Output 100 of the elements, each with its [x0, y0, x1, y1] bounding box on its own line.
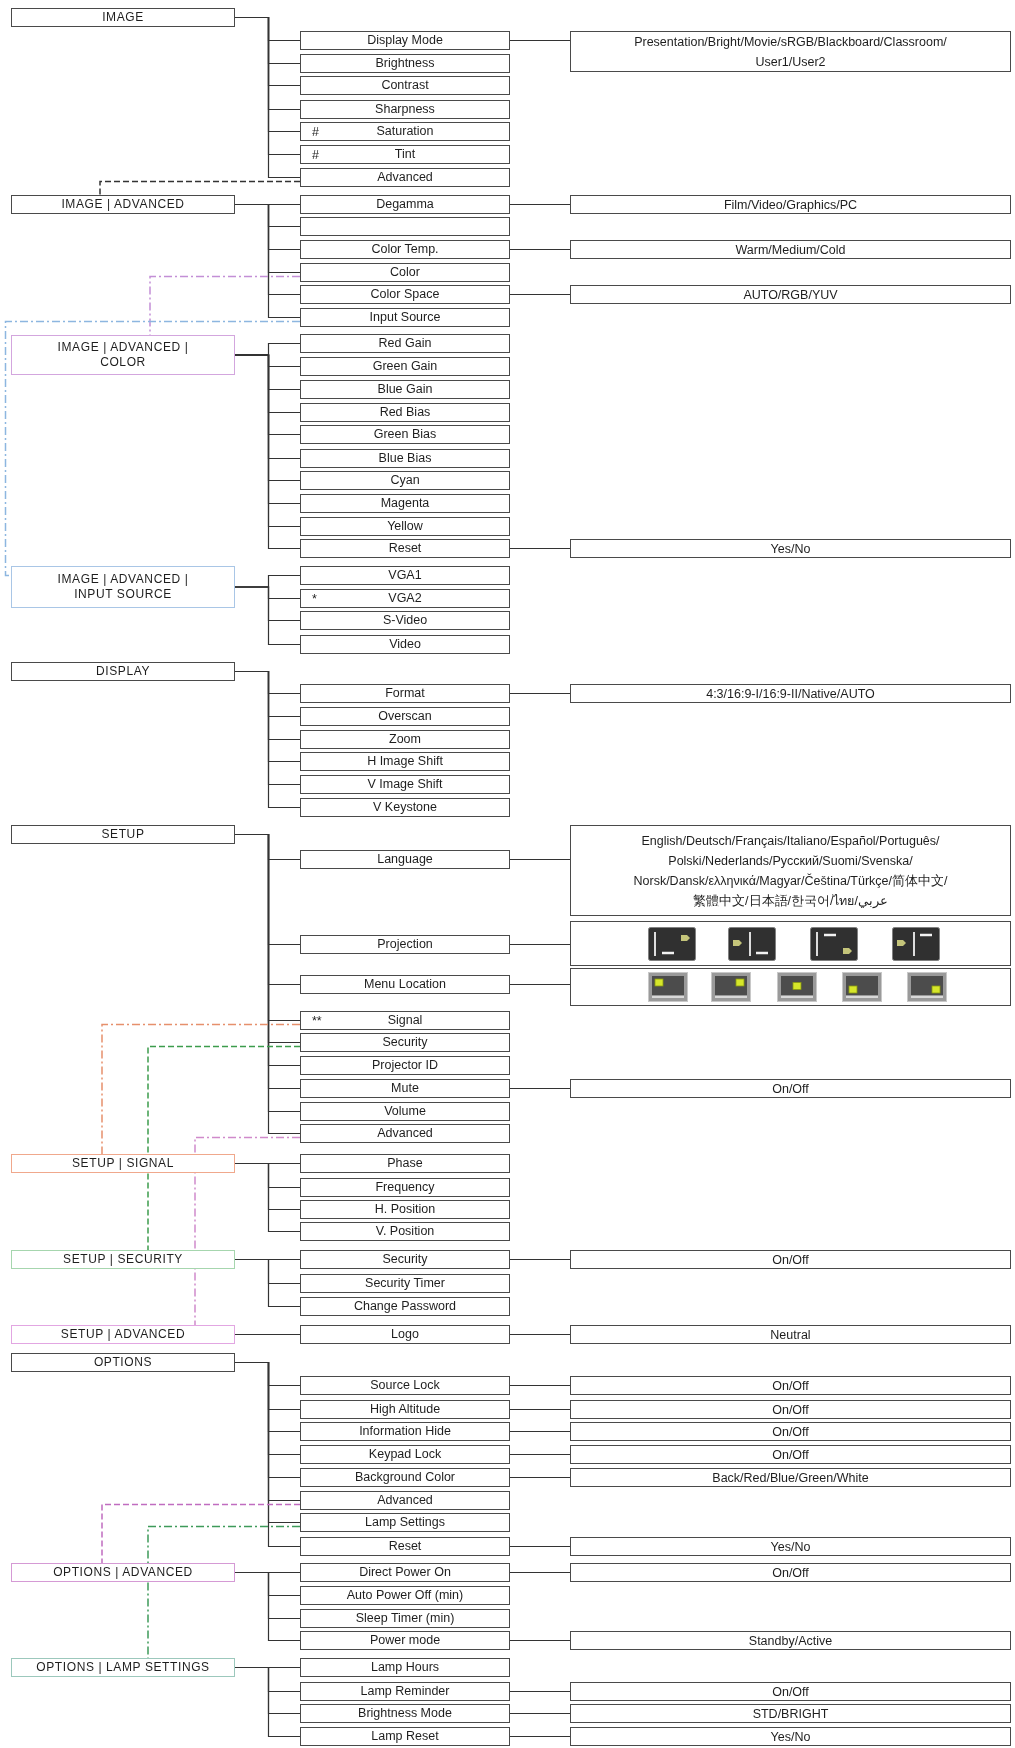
- menu-item-label: Security Timer: [365, 1276, 445, 1291]
- option-values: On/Off: [772, 1401, 809, 1419]
- menu-item-box: [300, 1325, 510, 1344]
- connector-line: [509, 1476, 571, 1479]
- option-values-box: [570, 1563, 1011, 1582]
- menu-heading: SETUP | SECURITY: [63, 1252, 183, 1267]
- connector-line: [509, 943, 571, 946]
- option-values-box: [570, 1537, 1011, 1556]
- option-values-box: [570, 240, 1011, 259]
- footnote-mark: *: [312, 591, 317, 606]
- menu-item-label: VGA2: [388, 591, 422, 606]
- connector-line: [234, 1258, 301, 1308]
- option-values-box: [570, 31, 1011, 72]
- menu-item-label: Language: [377, 852, 433, 867]
- option-values: On/Off: [772, 1377, 809, 1395]
- menu-item-box: [300, 357, 510, 376]
- menu-heading: IMAGE | ADVANCED: [61, 197, 185, 212]
- connector-line: [509, 1545, 571, 1548]
- menu-item-box: [300, 752, 510, 771]
- menu-heading-box: [11, 566, 235, 608]
- connector-line: [509, 1690, 571, 1693]
- menu-item-label: Advanced: [377, 1126, 433, 1141]
- menu-item-label: V Keystone: [373, 800, 437, 815]
- option-values-box: [570, 195, 1011, 214]
- menu-item-box: [300, 54, 510, 73]
- option-values: AUTO/RGB/YUV: [743, 286, 838, 304]
- menu-heading-box: [11, 8, 235, 27]
- connector-line: [509, 547, 571, 550]
- menu-item-box: [300, 707, 510, 726]
- menu-item-label: Color: [390, 265, 420, 280]
- menu-heading: OPTIONS | LAMP SETTINGS: [36, 1660, 210, 1675]
- menu-item-label: Volume: [384, 1104, 426, 1119]
- option-values: Warm/Medium/Cold: [735, 241, 846, 259]
- menu-item-box: [300, 975, 510, 994]
- menu-item-box: [300, 1586, 510, 1605]
- connector-line: [509, 692, 571, 695]
- menu-item-label: Advanced: [377, 170, 433, 185]
- option-values-box: [570, 1400, 1011, 1419]
- dashed-connector: [4, 320, 301, 577]
- option-values: On/Off: [772, 1683, 809, 1701]
- menu-item-box: [300, 850, 510, 869]
- menu-item-box: [300, 1056, 510, 1075]
- dashed-connector: [147, 1045, 301, 1251]
- menu-item-label: Projection: [377, 937, 433, 952]
- menu-heading: IMAGE: [102, 10, 144, 25]
- menu-item-box: [300, 635, 510, 654]
- menu-heading-box: [11, 1154, 235, 1173]
- menu-item-label: Magenta: [380, 496, 430, 511]
- connector-line: [509, 1408, 571, 1411]
- connector-line: [509, 1258, 571, 1261]
- menu-item-box: [300, 195, 510, 214]
- menu-item-box: [300, 100, 510, 119]
- connector-line: [509, 248, 571, 251]
- option-values: Presentation/Bright/Movie/sRGB/Blackboard/Classroom/ User1/User2: [634, 33, 947, 71]
- option-values-box: [570, 1682, 1011, 1701]
- menu-heading: SETUP | SIGNAL: [72, 1156, 174, 1171]
- option-values: Yes/No: [770, 1728, 811, 1746]
- dashed-connector: [101, 1503, 301, 1564]
- menu-item-box: [300, 1274, 510, 1293]
- menu-item-box: [300, 589, 510, 608]
- menu-item-box: [300, 1658, 510, 1677]
- option-values: Standby/Active: [748, 1632, 833, 1650]
- dashed-connector: [101, 1023, 301, 1155]
- option-values: On/Off: [772, 1564, 809, 1582]
- connector-line: [509, 1571, 571, 1574]
- menu-item-box: [300, 684, 510, 703]
- option-values-box: [570, 539, 1011, 558]
- menu-item-box: [300, 539, 510, 558]
- option-values: On/Off: [772, 1423, 809, 1441]
- menu-item-label: Background Color: [354, 1470, 456, 1485]
- menu-item-box: [300, 1563, 510, 1582]
- menu-item-label: Blue Gain: [377, 382, 433, 397]
- menu-item-label: Degamma: [376, 197, 434, 212]
- menu-item-box: [300, 1033, 510, 1052]
- menu-item-label: Lamp Hours: [370, 1660, 440, 1675]
- option-values-box: [570, 285, 1011, 304]
- menu-item-box: [300, 76, 510, 95]
- menu-item-box: [300, 1297, 510, 1316]
- menu-item-box: [300, 798, 510, 817]
- connector-line: [234, 670, 301, 809]
- menu-item-box: [300, 122, 510, 141]
- dashed-connector: [99, 180, 301, 196]
- menu-item-box: [300, 1011, 510, 1030]
- connector-line: [509, 1384, 571, 1387]
- menu-heading-box: [11, 1563, 235, 1582]
- connector-line: [509, 203, 571, 206]
- menu-item-label: Red Bias: [379, 405, 431, 420]
- connector-line: [509, 293, 571, 296]
- option-values-box: [570, 1727, 1011, 1746]
- option-values: Film/Video/Graphics/PC: [723, 196, 858, 214]
- icon-panel: [570, 968, 1011, 1006]
- menu-item-label: Format: [385, 686, 425, 701]
- menu-item-box: [300, 263, 510, 282]
- menu-item-label: High Altitude: [369, 1402, 441, 1417]
- menu-item-label: Green Bias: [373, 427, 437, 442]
- menu-item-box: [300, 217, 510, 236]
- option-values: On/Off: [772, 1446, 809, 1464]
- dashed-connector: [194, 1136, 301, 1326]
- option-values: 4:3/16:9-I/16:9-II/Native/AUTO: [706, 685, 875, 703]
- menu-item-label: Sharpness: [375, 102, 435, 117]
